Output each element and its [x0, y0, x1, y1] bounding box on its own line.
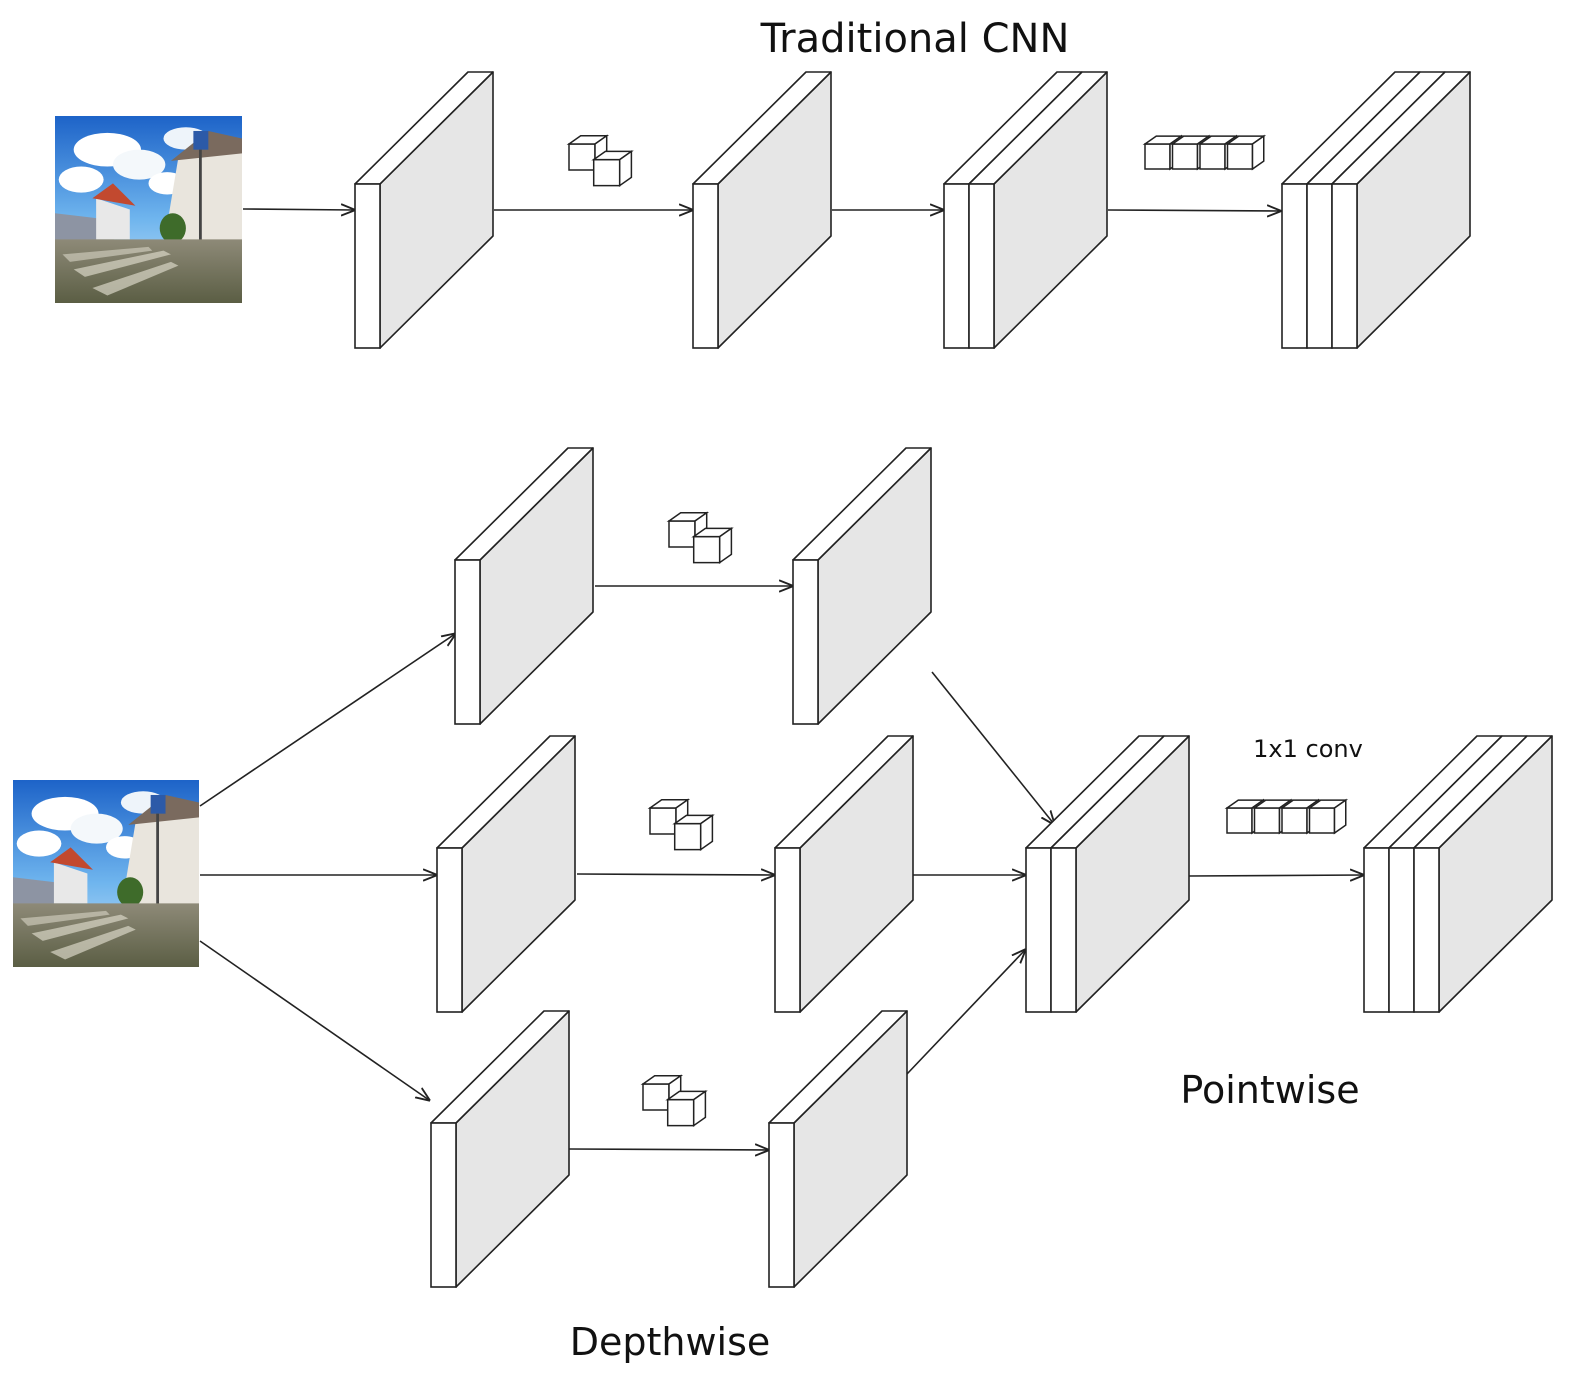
feature-map-top-3 [943, 71, 1108, 349]
conv-1x1-label: 1x1 conv [1253, 735, 1363, 763]
depthwise-map-1a [454, 447, 594, 725]
feature-map-top-4 [1281, 71, 1471, 349]
depthwise-map-3b [768, 1010, 908, 1288]
arrow-merge-1 [931, 671, 1054, 824]
feature-map-top-2 [692, 71, 832, 349]
arrow-input-to-branch-3 [199, 940, 429, 1100]
arrow-branch-2 [576, 874, 774, 875]
input-image-top [55, 116, 242, 303]
depthwise-map-2a [436, 735, 576, 1013]
arrow-pointwise [1188, 875, 1363, 876]
kernel-row-top [1142, 134, 1267, 171]
kernel-pair-top [566, 134, 634, 188]
arrow-top-4 [1107, 210, 1280, 211]
pointwise-label: Pointwise [1180, 1068, 1359, 1112]
arrow-input-to-branch-1 [199, 634, 455, 807]
depthwise-map-2b [774, 735, 914, 1013]
traditional-cnn-title: Traditional CNN [760, 16, 1070, 62]
kernel-pair-branch-3 [640, 1074, 708, 1128]
kernel-pair-branch-2 [647, 798, 715, 852]
depthwise-map-1b [792, 447, 932, 725]
arrow-branch-3 [568, 1149, 768, 1150]
kernel-pair-branch-1 [666, 511, 734, 565]
arrow-merge-3 [906, 950, 1025, 1075]
arrow-top-1 [242, 209, 354, 210]
stacked-map [1025, 735, 1190, 1013]
pointwise-output [1363, 735, 1553, 1013]
kernels [566, 134, 1349, 1128]
depthwise-label: Depthwise [570, 1320, 771, 1364]
input-image-bottom [13, 780, 199, 967]
kernel-row-1x1 [1224, 798, 1349, 835]
depthwise-map-3a [430, 1010, 570, 1288]
feature-map-top-1 [354, 71, 494, 349]
feature-maps [354, 71, 1553, 1288]
